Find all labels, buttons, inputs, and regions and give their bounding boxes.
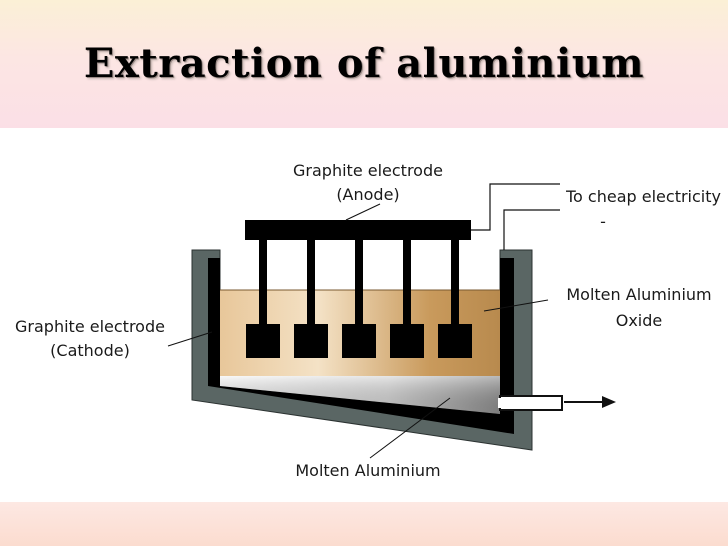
- molten-aluminium-shade: [220, 376, 500, 414]
- anode-label-line2: (Anode): [336, 185, 400, 204]
- anode-block: [294, 324, 328, 358]
- electrolysis-cell-svg: [167, 183, 616, 459]
- oxide-label-line1: Molten Aluminium: [566, 285, 712, 304]
- anode-wire: [471, 183, 560, 231]
- anode-rod: [259, 240, 267, 324]
- anode-leader-line: [345, 203, 381, 221]
- anode-rod: [451, 240, 459, 324]
- anode-rod: [355, 240, 363, 324]
- oxide-label-line2: Oxide: [615, 311, 663, 330]
- anode-block: [438, 324, 472, 358]
- page-title: Extraction of aluminium: [83, 40, 645, 87]
- anode-block: [246, 324, 280, 358]
- title-band: [0, 0, 728, 128]
- minus-sign: -: [600, 212, 606, 231]
- anode-block: [342, 324, 376, 358]
- anode-bus-bar: [245, 220, 471, 240]
- oxide-leader-line: [483, 299, 549, 312]
- electrolysis-diagram: Graphite electrode (Anode) Graphite elec…: [0, 128, 728, 502]
- footer-band: [0, 502, 728, 546]
- cathode-label-line2: (Cathode): [50, 341, 130, 360]
- cathode-leader-line: [167, 331, 213, 347]
- outlet-arrow-head: [602, 396, 616, 408]
- metal-label: Molten Aluminium: [295, 461, 441, 480]
- anode-block: [390, 324, 424, 358]
- anode-rod: [307, 240, 315, 324]
- cathode-label-line1: Graphite electrode: [15, 317, 165, 336]
- power-label: To cheap electricity: [566, 187, 721, 206]
- cathode-wire: [503, 209, 560, 250]
- outlet-pipe-mouth: [498, 398, 504, 408]
- anode-rod: [403, 240, 411, 324]
- anode-assembly: [246, 240, 472, 358]
- outlet-pipe: [499, 395, 563, 411]
- anode-label-line1: Graphite electrode: [293, 161, 443, 180]
- metal-leader-line: [369, 397, 451, 459]
